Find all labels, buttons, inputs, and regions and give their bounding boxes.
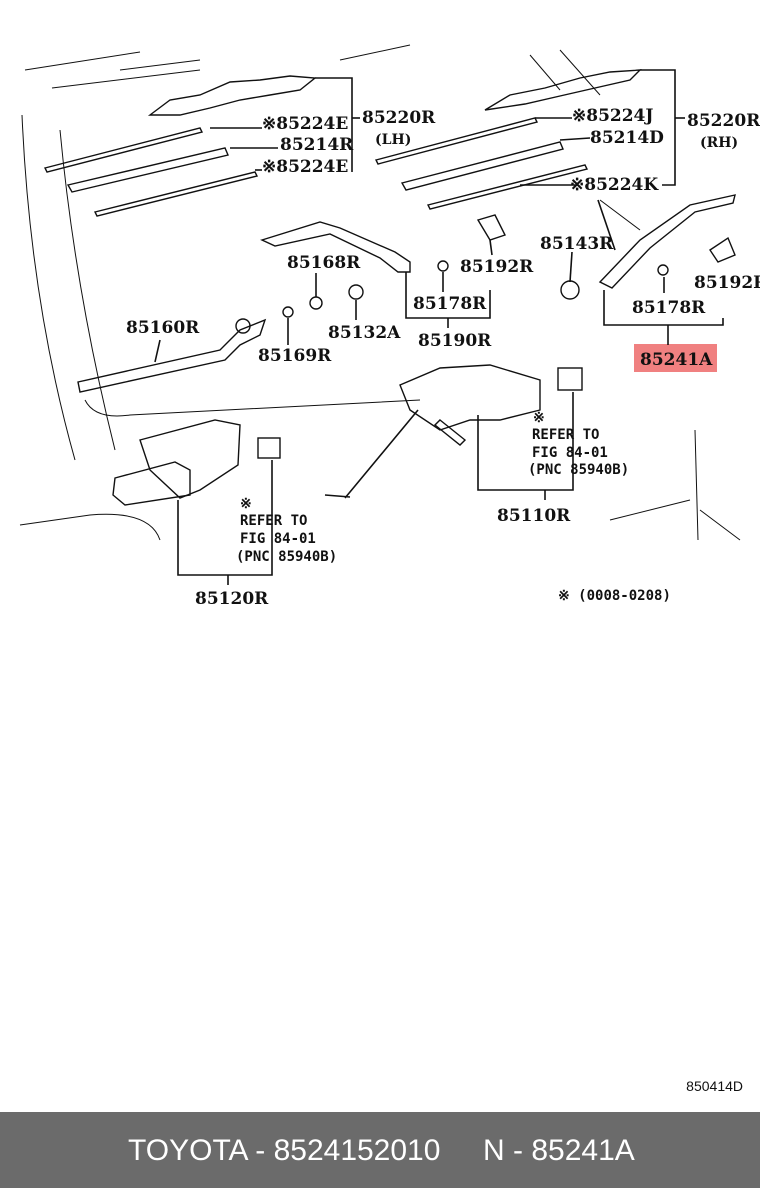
label-85120R: 85120R xyxy=(195,589,269,609)
label-85220R-rh: 85220R xyxy=(687,111,760,131)
footer-part-number: TOYOTA - 8524152010 xyxy=(128,1134,441,1167)
reference-notes: ※ REFER TO FIG 84-01 (PNC 85940B) ※ REFE… xyxy=(236,410,671,604)
lh-wiper-arm[interactable] xyxy=(260,221,411,273)
label-85178R-rh: 85178R xyxy=(632,298,706,318)
rh-wiper-arm[interactable] xyxy=(598,194,736,289)
fasteners xyxy=(282,214,736,318)
refer-note-right-line1: REFER TO xyxy=(532,427,599,443)
label-85192R-lh: 85192R xyxy=(460,257,534,277)
label-85224E-top: ※85224E xyxy=(262,114,348,134)
link-rod[interactable] xyxy=(77,318,267,393)
refer-note-left-line3: (PNC 85940B) xyxy=(236,549,337,565)
label-85168R: 85168R xyxy=(287,253,361,273)
label-85224J: ※85224J xyxy=(572,106,653,126)
refer-note-left-line2: FIG 84-01 xyxy=(240,531,316,547)
figure-code: 850414D xyxy=(686,1078,743,1094)
refer-note-left-line1: REFER TO xyxy=(240,513,307,529)
rh-wiper-blade[interactable] xyxy=(374,69,642,210)
refer-note-right-line3: (PNC 85940B) xyxy=(528,462,629,478)
label-rh: (RH) xyxy=(700,135,738,151)
footer-pnc: N - 85241A xyxy=(483,1134,635,1167)
label-85214D: 85214D xyxy=(590,128,664,148)
vehicle-body-outline xyxy=(19,44,741,541)
wiper-parts-diagram: ※85224E 85214R ※85224E 85220R (LH) ※8522… xyxy=(19,44,760,609)
label-85169R: 85169R xyxy=(258,346,332,366)
label-85110R: 85110R xyxy=(497,506,571,526)
refer-note-right-mark: ※ xyxy=(533,410,545,426)
label-85178R-lh: 85178R xyxy=(413,294,487,314)
leader-lines xyxy=(154,69,724,585)
rh-wiper-motor[interactable] xyxy=(399,364,583,446)
label-85224K: ※85224K xyxy=(570,175,659,195)
label-85241A: 85241A xyxy=(640,350,713,370)
label-lh: (LH) xyxy=(375,132,411,148)
part-labels: ※85224E 85214R ※85224E 85220R (LH) ※8522… xyxy=(126,106,760,609)
label-85132A: 85132A xyxy=(328,323,401,343)
label-85220R-lh: 85220R xyxy=(362,108,436,128)
label-85192R-rh: 85192R xyxy=(694,273,760,293)
lh-wiper-motor[interactable] xyxy=(112,419,281,506)
label-85190R: 85190R xyxy=(418,331,492,351)
label-85224E-bottom: ※85224E xyxy=(262,157,348,177)
label-85160R: 85160R xyxy=(126,318,200,338)
refer-note-left-mark: ※ xyxy=(240,496,252,512)
label-85214R: 85214R xyxy=(280,135,354,155)
refer-note-right-line2: FIG 84-01 xyxy=(532,445,608,461)
label-85143R: 85143R xyxy=(540,234,614,254)
date-range-note: ※ (0008-0208) xyxy=(558,588,671,604)
part-footer-bar: TOYOTA - 8524152010 N - 85241A xyxy=(0,1112,760,1188)
highlighted-part-marker xyxy=(634,344,717,372)
lh-wiper-blade[interactable] xyxy=(43,75,317,217)
